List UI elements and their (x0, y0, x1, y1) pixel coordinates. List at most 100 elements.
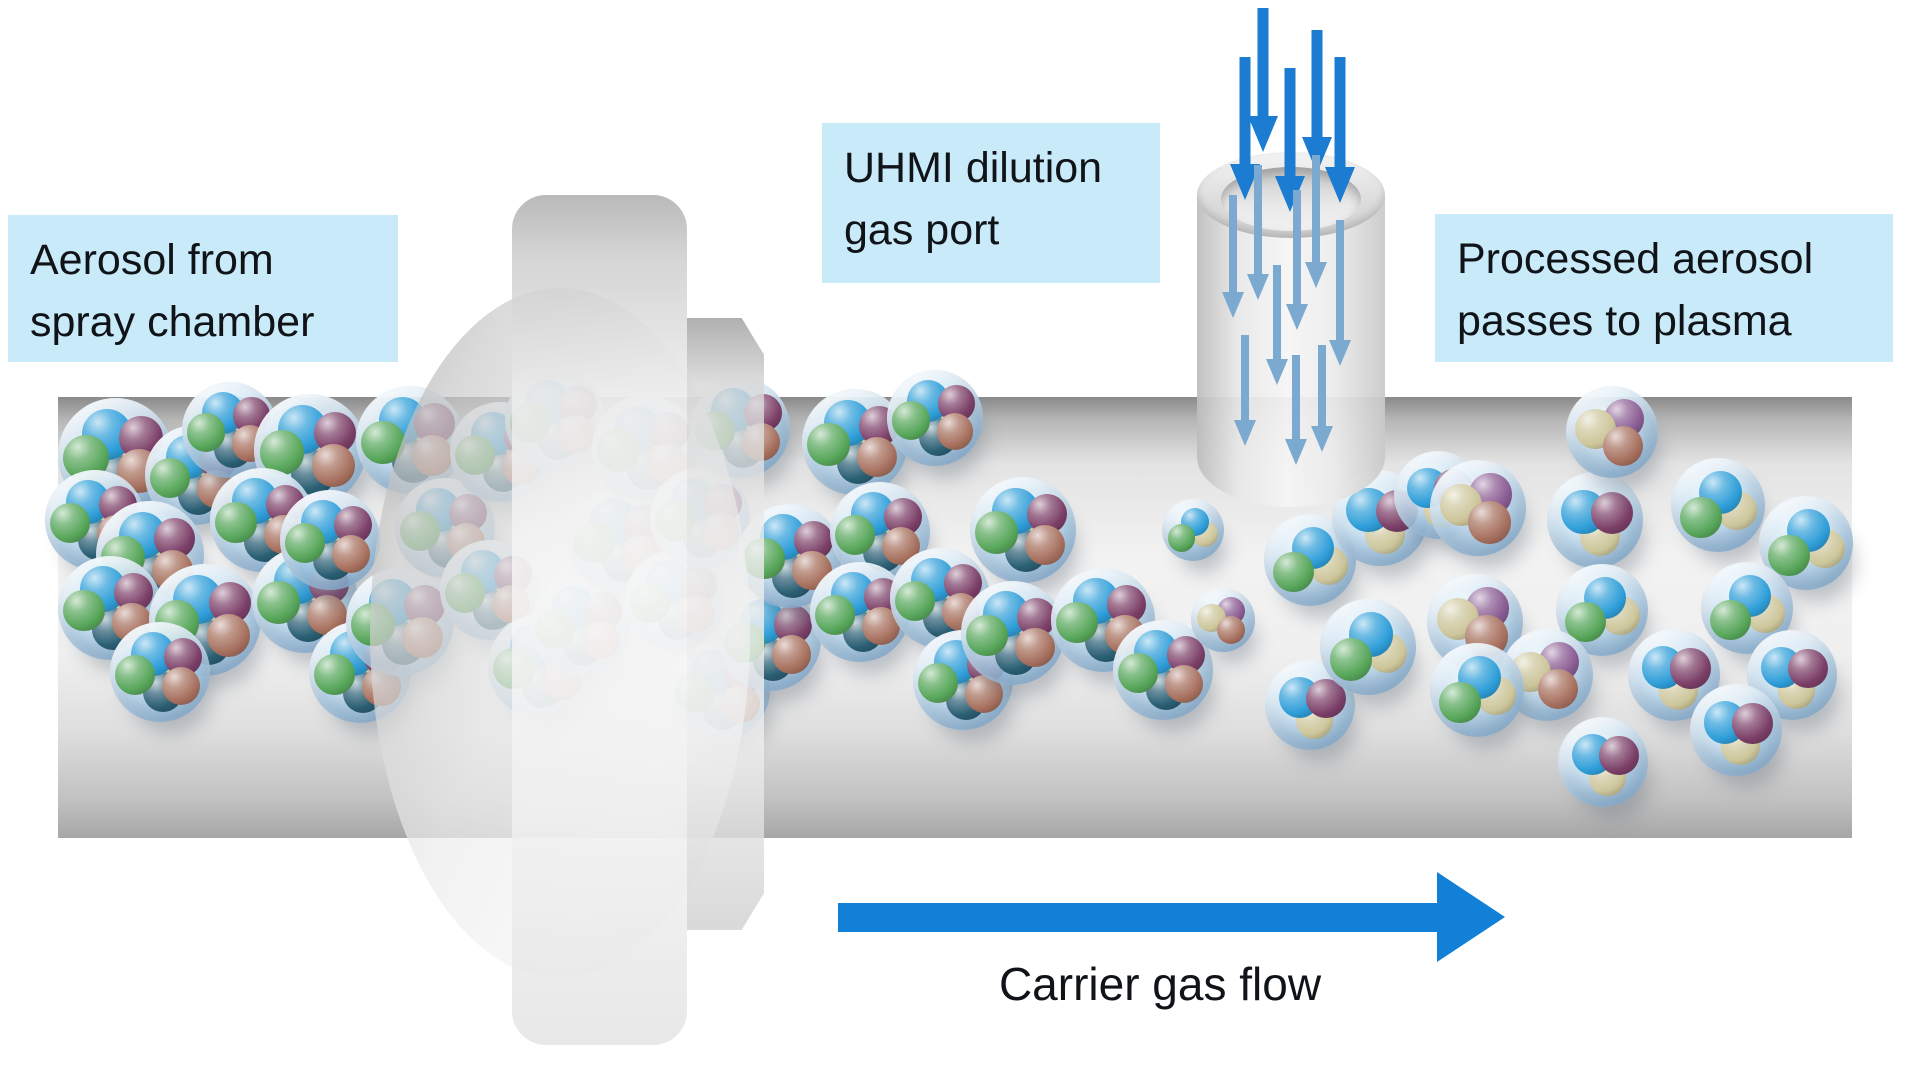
#57a65a-analyte-sphere (895, 580, 935, 621)
#57a65a-analyte-sphere (1273, 551, 1314, 593)
aerosol-particle-small (1191, 588, 1255, 652)
#7c3f68-analyte-sphere (1670, 648, 1711, 689)
label-line: spray chamber (30, 298, 315, 347)
aerosol-particle-small (1701, 562, 1793, 654)
label-line: gas port (844, 206, 1000, 255)
#57a65a-analyte-sphere (215, 501, 257, 544)
#a7705e-analyte-sphere (1537, 668, 1579, 710)
#57a65a-analyte-sphere (1056, 601, 1098, 644)
arrow-head (1248, 116, 1278, 152)
arrow-shaft (1293, 190, 1301, 304)
aerosol-particle-large (887, 370, 983, 466)
#57a65a-analyte-sphere (1768, 534, 1810, 576)
aerosol-particle-large (280, 490, 380, 590)
arrow-head (1311, 426, 1333, 452)
label-processed-aerosol: Processed aerosol passes to plasma (1435, 214, 1893, 362)
aerosol-particle-small (1747, 630, 1837, 720)
flange-neck (687, 318, 764, 930)
#57a65a-analyte-sphere (1168, 524, 1196, 552)
#a7705e-analyte-sphere (312, 444, 355, 487)
#57a65a-analyte-sphere (835, 514, 875, 555)
#57a65a-analyte-sphere (257, 581, 300, 624)
#57a65a-analyte-sphere (1439, 681, 1481, 723)
dilution-gas-arrow-light (1247, 165, 1269, 300)
label-line: Processed aerosol (1457, 235, 1814, 283)
aerosol-particle-small (1558, 717, 1648, 807)
arrow-head (1234, 420, 1256, 446)
#57a65a-analyte-sphere (966, 614, 1008, 657)
aerosol-particle-small (1671, 458, 1765, 552)
dilution-gas-arrow-light (1305, 155, 1327, 288)
#57a65a-analyte-sphere (1118, 652, 1158, 693)
#57a65a-analyte-sphere (1680, 496, 1722, 538)
label-line: UHMI dilution (844, 144, 1103, 192)
aerosol-particle-large (961, 581, 1065, 685)
dilution-gas-arrow-light (1285, 355, 1307, 465)
arrow-head (1266, 359, 1288, 385)
arrow-shaft (1254, 165, 1262, 274)
aerosol-particle-small (1264, 514, 1356, 606)
arrow-shaft (1241, 335, 1249, 420)
arrow-shaft (1257, 8, 1269, 116)
#a7705e-analyte-sphere (162, 667, 200, 705)
arrow-shaft (1336, 220, 1344, 340)
#57a65a-analyte-sphere (815, 594, 855, 635)
arrow-head (1329, 340, 1351, 366)
dilution-gas-arrow-light (1311, 345, 1333, 452)
#a7705e-analyte-sphere (1468, 501, 1511, 544)
#57a65a-analyte-sphere (1329, 638, 1372, 681)
#a7705e-analyte-sphere (207, 614, 250, 657)
#57a65a-analyte-sphere (285, 522, 325, 563)
flange-plate (512, 195, 687, 1045)
#57a65a-analyte-sphere (1710, 599, 1751, 641)
#a7705e-analyte-sphere (936, 413, 974, 450)
arrow-head (1286, 304, 1308, 330)
#7c3f68-analyte-sphere (1591, 492, 1634, 535)
#57a65a-analyte-sphere (50, 502, 90, 543)
label-line: passes to plasma (1457, 297, 1792, 346)
aerosol-particle-small (1430, 460, 1526, 556)
dilution-gas-arrow-light (1222, 195, 1244, 318)
carrier-gas-flow-arrow-head (1437, 872, 1505, 962)
dilution-gas-arrow-light (1234, 335, 1256, 446)
#57a65a-analyte-sphere (314, 654, 355, 695)
dilution-gas-arrow-bold (1248, 8, 1278, 152)
#a7705e-analyte-sphere (1165, 665, 1203, 703)
aerosol-particle-large (110, 622, 210, 722)
carrier-gas-flow-arrow-shaft (838, 903, 1437, 932)
#57a65a-analyte-sphere (115, 654, 155, 695)
caption-carrier-gas-flow: Carrier gas flow (998, 958, 1322, 1010)
#7c3f68-analyte-sphere (1788, 648, 1828, 689)
#a7705e-analyte-sphere (1025, 524, 1066, 565)
arrow-shaft (1334, 57, 1346, 167)
arrow-head (1247, 274, 1269, 300)
dilution-gas-arrow-light (1286, 190, 1308, 330)
aerosol-particle-small (1566, 386, 1658, 478)
dilution-gas-arrow-light (1266, 265, 1288, 385)
arrow-head (1325, 167, 1355, 203)
#7c3f68-analyte-sphere (1732, 703, 1773, 744)
#57a65a-analyte-sphere (63, 589, 105, 632)
arrow-shaft (1229, 195, 1237, 292)
#a7705e-analyte-sphere (1602, 425, 1644, 467)
aerosol-particle-small (1690, 684, 1782, 776)
aerosol-particle-large (810, 562, 910, 662)
dilution-gas-arrow-bold (1325, 57, 1355, 203)
arrow-shaft (1318, 345, 1326, 426)
arrow-shaft (1292, 355, 1300, 439)
arrow-head (1285, 439, 1307, 465)
#a7705e-analyte-sphere (1216, 615, 1245, 644)
aerosol-particle-large (1051, 568, 1155, 672)
#a7705e-analyte-sphere (772, 634, 811, 674)
#7c3f68-analyte-sphere (1599, 735, 1639, 776)
label-aerosol-from-spray-chamber: Aerosol from spray chamber (8, 215, 398, 362)
arrow-shaft (1312, 155, 1320, 262)
aerosol-particle-small (1547, 472, 1643, 568)
arrow-shaft (1239, 57, 1251, 164)
arrow-shaft (1284, 68, 1296, 176)
aerosol-particle-small (1162, 499, 1224, 561)
dilution-gas-arrow-light (1329, 220, 1351, 366)
#a7705e-analyte-sphere (857, 436, 898, 477)
aerosol-particle-small (1430, 643, 1524, 737)
